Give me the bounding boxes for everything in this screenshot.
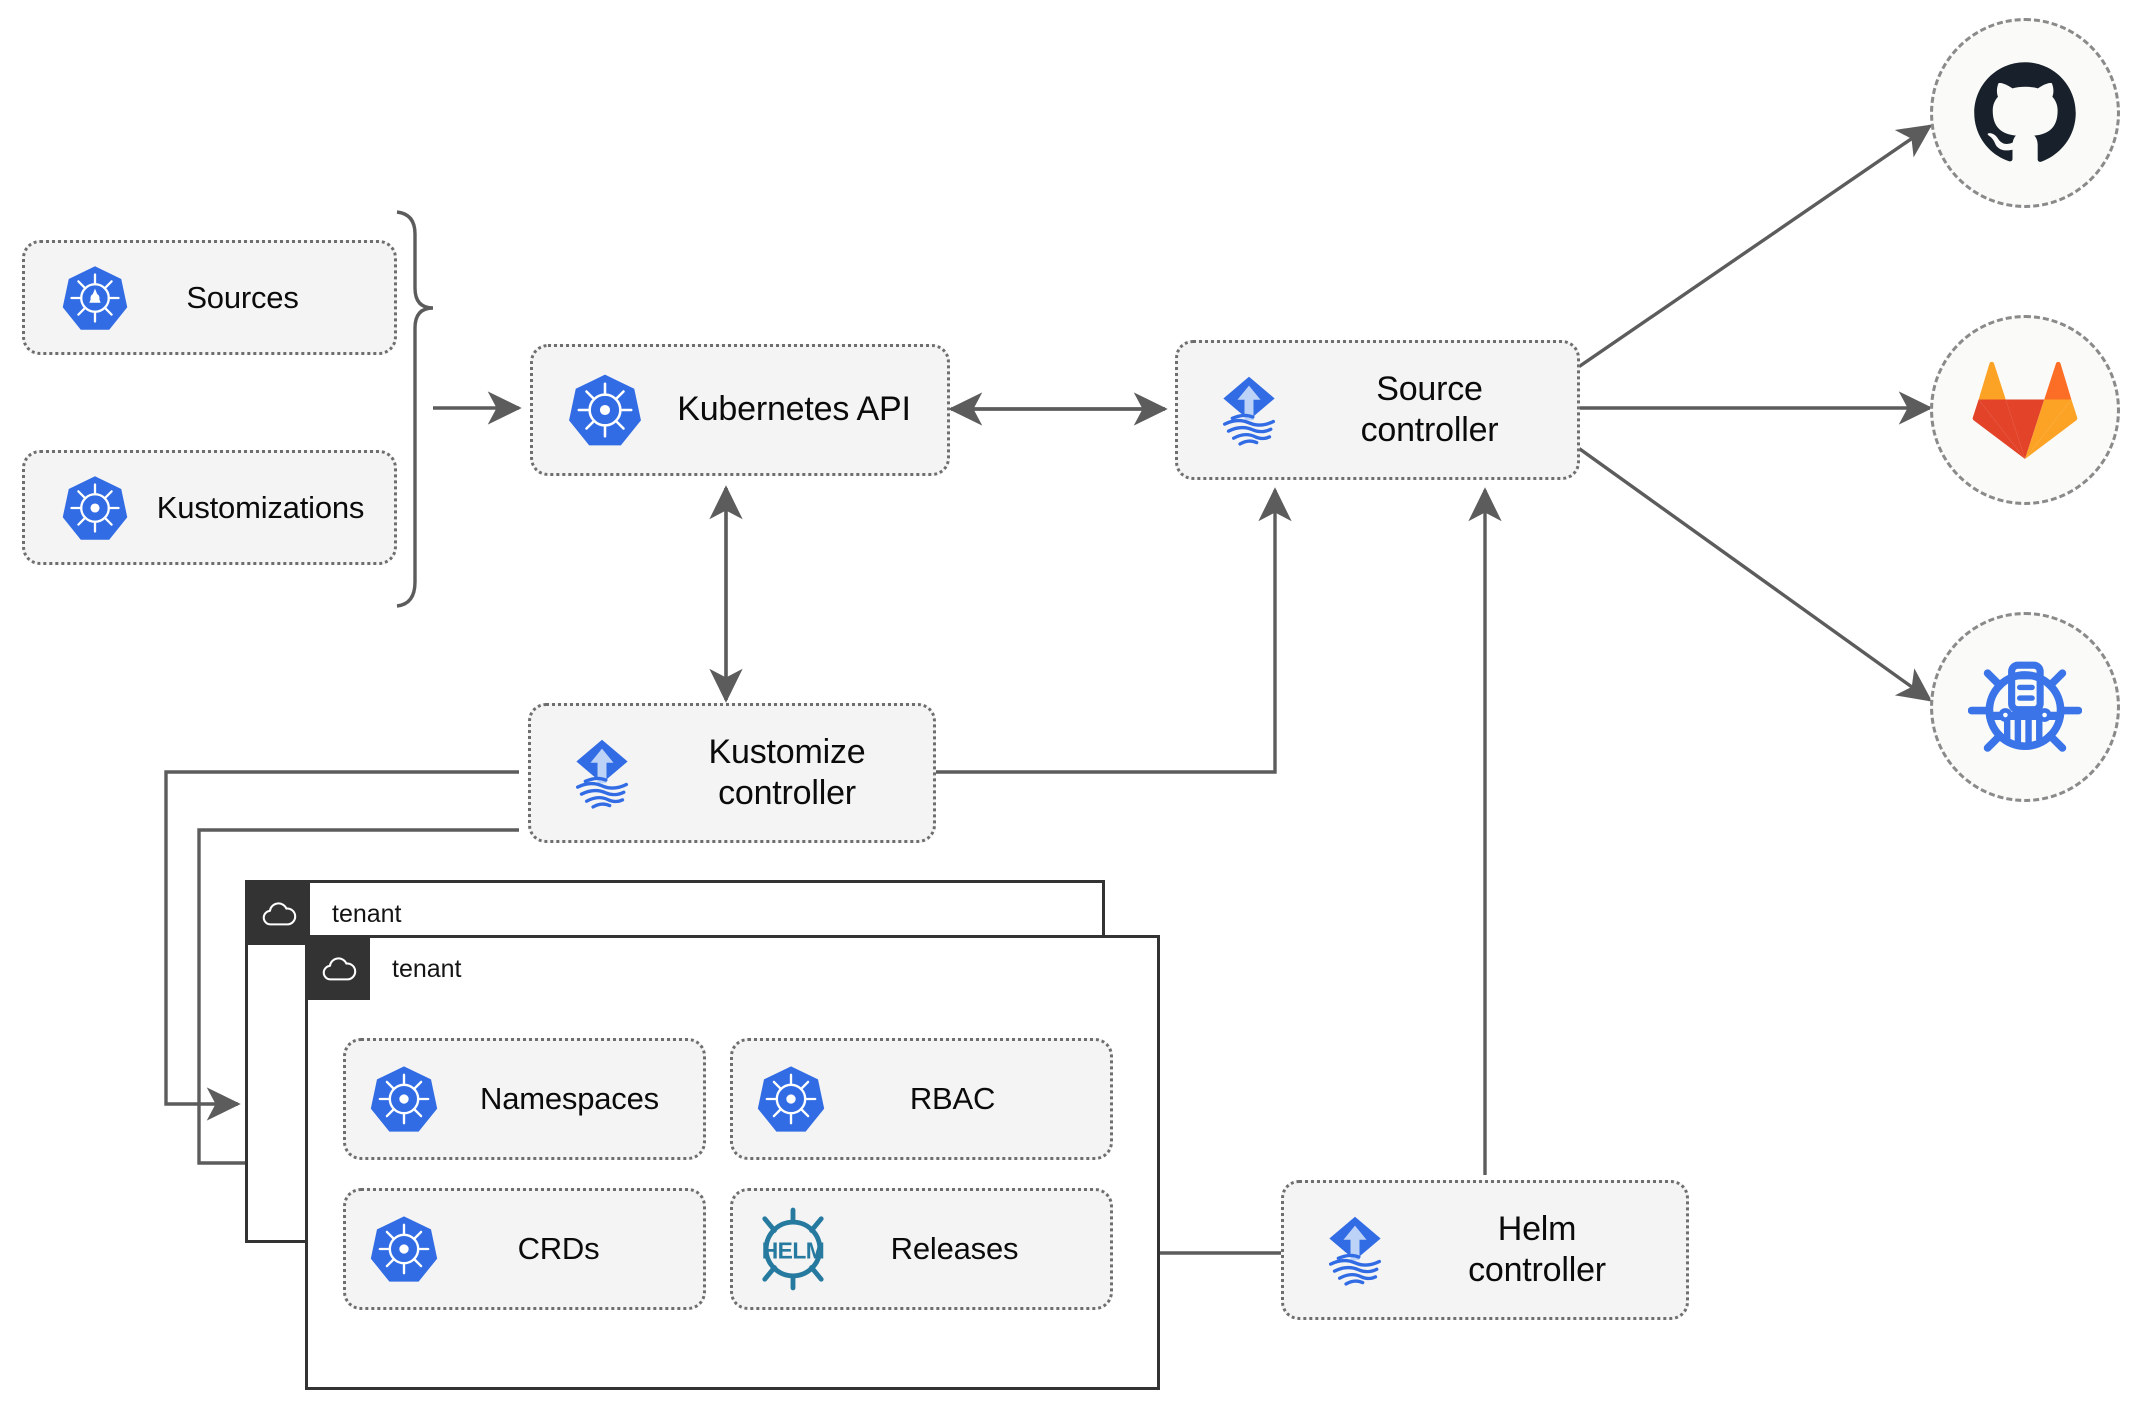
flux-icon: [1190, 369, 1308, 451]
bucket-icon: [1968, 650, 2082, 764]
kubernetes-icon: [547, 371, 663, 449]
card-label: Kustomize controller: [708, 732, 866, 812]
card-label: CRDs: [517, 1231, 600, 1267]
cloud-icon: [308, 938, 370, 1000]
card-kustomize-controller[interactable]: Kustomize controller: [528, 703, 936, 843]
kubernetes-icon: [358, 1063, 450, 1135]
card-namespaces[interactable]: Namespaces: [343, 1038, 706, 1160]
svg-text:HELM: HELM: [762, 1237, 825, 1263]
github-icon: [1967, 55, 2083, 171]
tenant-label: tenant: [332, 899, 402, 928]
card-label: Source controller: [1360, 369, 1499, 449]
tenant-label: tenant: [392, 954, 462, 983]
cloud-icon: [248, 883, 310, 945]
flux-icon: [543, 732, 661, 814]
card-kustomizations[interactable]: Kustomizations: [22, 450, 397, 565]
card-label: Namespaces: [480, 1081, 659, 1117]
kubernetes-icon: [745, 1063, 837, 1135]
flux-icon: [1296, 1209, 1414, 1291]
tenant-header: tenant: [308, 938, 462, 1000]
card-kubernetes-api[interactable]: Kubernetes API: [530, 344, 950, 476]
gitlab-icon: [1969, 357, 2081, 463]
card-label: Kubernetes API: [677, 390, 911, 429]
card-label: Helm controller: [1468, 1209, 1606, 1289]
helm-icon: HELM: [743, 1206, 843, 1292]
kubernetes-icon: [43, 263, 147, 333]
kubernetes-icon: [358, 1213, 450, 1285]
card-crds[interactable]: CRDs: [343, 1188, 706, 1310]
endpoint-github[interactable]: [1930, 18, 2120, 208]
card-helm-controller[interactable]: Helm controller: [1281, 1180, 1689, 1320]
card-label: Releases: [890, 1231, 1019, 1267]
card-source-controller[interactable]: Source controller: [1175, 340, 1580, 480]
card-label: Sources: [186, 279, 299, 315]
endpoint-bucket[interactable]: [1930, 612, 2120, 802]
card-sources[interactable]: Sources: [22, 240, 397, 355]
card-releases[interactable]: HELM Releases: [730, 1188, 1113, 1310]
card-rbac[interactable]: RBAC: [730, 1038, 1113, 1160]
endpoint-gitlab[interactable]: [1930, 315, 2120, 505]
card-label: Kustomizations: [156, 489, 365, 525]
tenant-panel-inner[interactable]: tenant: [305, 935, 1160, 1390]
kubernetes-icon: [43, 473, 147, 543]
card-label: RBAC: [909, 1081, 996, 1117]
